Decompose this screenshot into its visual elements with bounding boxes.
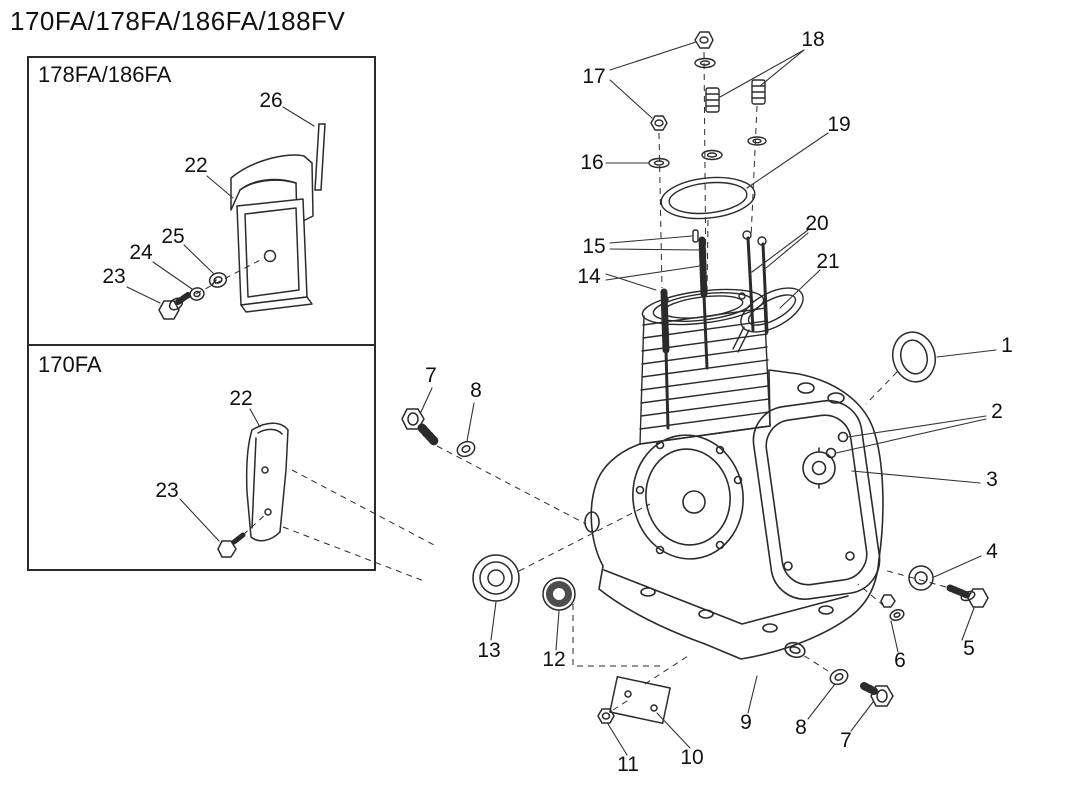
washer-part-16 [648,157,670,169]
crank-bore [632,434,744,560]
callout-8-bottom: 8 [795,716,807,739]
washer-under-nut [694,57,716,69]
sealing-washer-part-4 [908,565,934,591]
inset-178fa-186fa-box [27,56,376,346]
callout-18: 18 [801,28,825,51]
crankcase-body [584,369,884,660]
top-hardware [648,31,804,430]
plug-part-7-bottom [860,682,894,707]
callout-7-bottom: 7 [840,729,852,752]
lock-washer-part-25 [208,272,228,288]
inset-170fa-label: 170FA [38,352,102,377]
callout-22-bottom: 22 [229,387,253,410]
callout-16: 16 [580,151,604,174]
callout-25: 25 [161,225,185,248]
callout-12: 12 [542,648,566,671]
bolt-part-23-top [158,292,191,320]
callout-15: 15 [582,235,606,258]
leader-lines [126,41,997,756]
governor-part-3 [802,447,836,489]
nut-part-17-lower [650,115,668,131]
spacer-part-18b [751,79,766,105]
plug-part-7-left [401,408,439,446]
callout-19: 19 [827,113,851,136]
callout-20: 20 [805,212,829,235]
callout-26: 26 [259,89,283,112]
drain-plug-part-5 [946,584,989,608]
nut-part-17-top [694,31,714,49]
pin-part-26 [314,123,326,191]
washer-part-8-bottom [829,668,849,686]
oil-seal-part-1 [891,331,937,383]
side-cover-assembly [217,422,289,558]
head-gasket-part-19 [660,176,756,220]
inset-boxes [27,56,376,571]
crankcase-outline [590,369,884,660]
left-plug-boss [584,511,600,533]
loose-parts [401,331,989,724]
callout-1: 1 [1001,334,1013,357]
studs-part-14 [660,236,709,430]
bearing-part-13 [472,554,520,602]
callout-22-top: 22 [184,154,208,177]
callout-17: 17 [582,65,606,88]
bolt-part-23-bottom [217,532,246,558]
callout-14: 14 [577,265,601,288]
callout-21: 21 [816,250,840,273]
callout-7-left: 7 [425,364,437,387]
heat-shield-part-22 [230,154,314,313]
spacer-part-18a [705,87,720,113]
callout-3: 3 [986,468,998,491]
callout-9: 9 [740,711,752,734]
bolt-part-6 [880,594,905,622]
callout-10: 10 [680,746,704,769]
washer-part-8-left [456,440,476,458]
page-title: 170FA/178FA/186FA/188FV [10,6,346,36]
cover-mounting-face [752,399,881,600]
oil-fill-boss [784,641,806,659]
tappets-part-15 [692,229,706,259]
dipstick-part-21 [732,287,804,353]
callout-6: 6 [894,649,906,672]
callout-23-bottom: 23 [155,479,179,502]
callout-2: 2 [991,400,1003,423]
inset-170fa-box [27,344,376,571]
callout-23-top: 23 [102,265,126,288]
callout-13: 13 [477,639,501,662]
cover-part-22-bottom [245,422,289,542]
callout-4: 4 [986,540,998,563]
assembly-axes [185,51,947,711]
callout-8-left: 8 [470,379,482,402]
inset-178fa-186fa-label: 178FA/186FA [38,62,172,87]
rods-part-20 [742,230,769,334]
bolt-part-11 [597,708,615,724]
callout-24: 24 [129,241,153,264]
callout-11: 11 [617,753,639,776]
heat-shield-assembly [158,123,326,320]
seal-part-12 [542,577,576,611]
callout-5: 5 [963,637,975,660]
cover-plate-part-10 [609,676,671,724]
